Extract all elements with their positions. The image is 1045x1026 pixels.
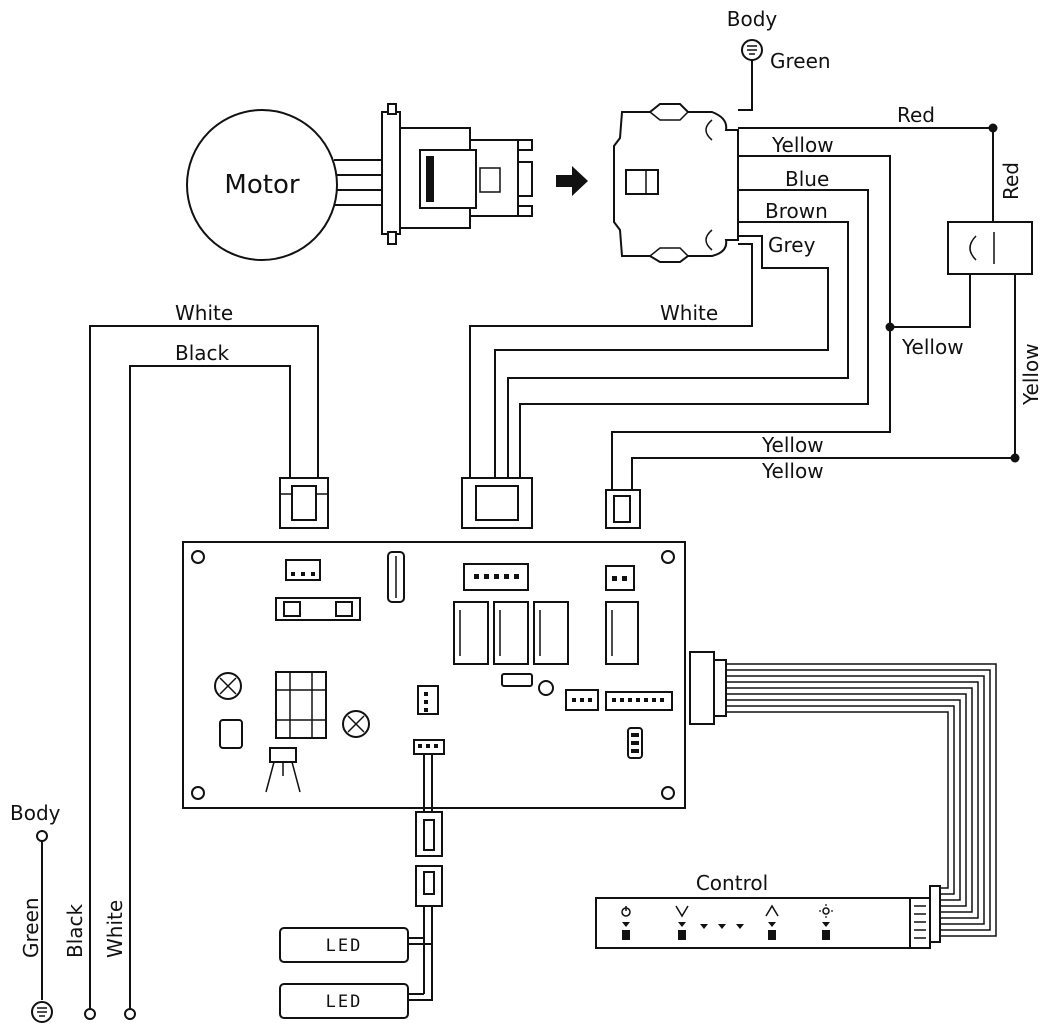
wire-blue-label: Blue <box>785 167 829 191</box>
light-button-icon <box>819 904 833 940</box>
motor-connector-socket <box>613 103 739 263</box>
led-strip-1: LED <box>279 927 409 963</box>
wire-yellow-1-label: Yellow <box>771 133 834 157</box>
body-left-green-label: Green <box>19 897 43 958</box>
board-connector-motor <box>461 477 533 529</box>
control-panel: Control <box>595 871 941 949</box>
board-connector-power <box>279 477 329 529</box>
wire-white-motor: White <box>469 243 753 478</box>
wire-yellow-board-2-label: Yellow <box>761 459 824 483</box>
body-ground-top: Body Green <box>727 7 831 111</box>
wire-yellow-right: Yellow Yellow Yellow <box>631 274 1043 490</box>
wire-red: Red Red <box>738 103 1023 222</box>
wire-white-power-label: White <box>175 301 233 325</box>
power-cord: White Black Black White <box>63 301 319 1020</box>
wire-brown-label: Brown <box>765 199 828 223</box>
wire-yellow-board-1-label: Yellow <box>761 433 824 457</box>
wire-red-vertical-label: Red <box>999 162 1023 200</box>
wire-grey: Grey <box>494 233 829 478</box>
led-1-label: LED <box>326 936 363 956</box>
body-left-white-label: White <box>103 900 127 958</box>
power-button-icon <box>621 906 631 940</box>
body-left-label: Body <box>10 801 61 825</box>
led-strip-2: LED <box>279 983 409 1019</box>
speed-up-button-icon <box>765 904 779 940</box>
wire-yellow-capacitor: Yellow <box>890 274 971 359</box>
control-label: Control <box>696 871 768 895</box>
wire-grey-label: Grey <box>768 233 816 257</box>
body-top-green-label: Green <box>770 49 831 73</box>
wire-white-motor-label: White <box>660 301 718 325</box>
body-ground-left: Body Green <box>10 801 61 1023</box>
body-left-black-label: Black <box>63 903 87 958</box>
wire-black-power-label: Black <box>175 341 230 365</box>
wire-yellow-vertical-label: Yellow <box>1019 343 1043 406</box>
led-2-label: LED <box>326 992 363 1012</box>
speed-down-button-icon <box>675 905 689 940</box>
wire-red-label: Red <box>897 103 935 127</box>
board-connector-capacitor <box>605 489 641 529</box>
body-top-label: Body <box>727 7 778 31</box>
motor-label: Motor <box>224 170 299 200</box>
led-cable <box>408 739 445 1001</box>
speed-indicator-icons <box>700 924 744 929</box>
motor-connector-plug <box>381 103 533 245</box>
wire-blue: Blue <box>519 167 869 478</box>
connect-arrow-icon <box>556 166 588 196</box>
board-connector-control <box>689 651 727 725</box>
motor: Motor <box>186 109 392 261</box>
control-board-pcb <box>182 541 686 809</box>
wire-brown: Brown <box>507 199 849 478</box>
capacitor <box>947 221 1033 275</box>
wire-yellow-cap-label: Yellow <box>901 335 964 359</box>
control-ribbon-cable <box>726 663 997 937</box>
